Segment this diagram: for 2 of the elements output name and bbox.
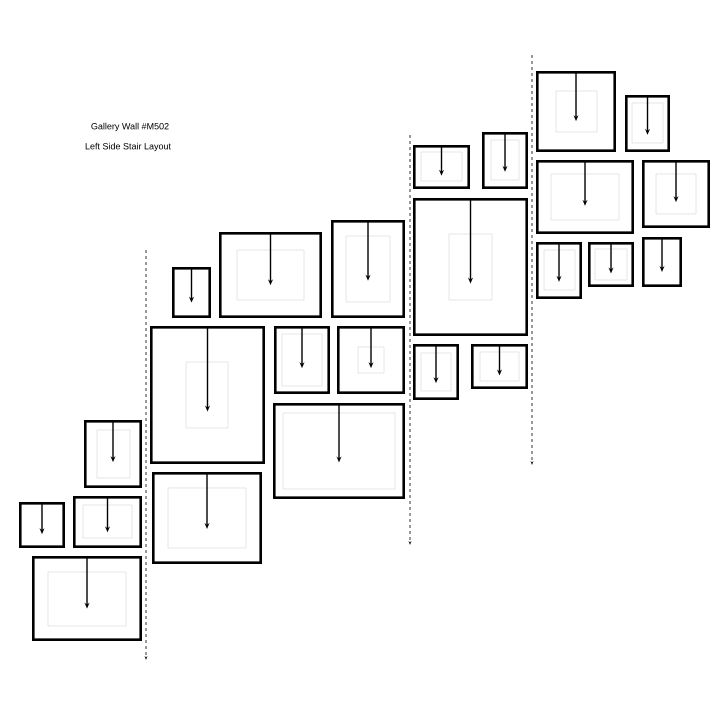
title: Gallery Wall #M502 — [91, 122, 169, 132]
subtitle: Left Side Stair Layout — [86, 142, 171, 152]
